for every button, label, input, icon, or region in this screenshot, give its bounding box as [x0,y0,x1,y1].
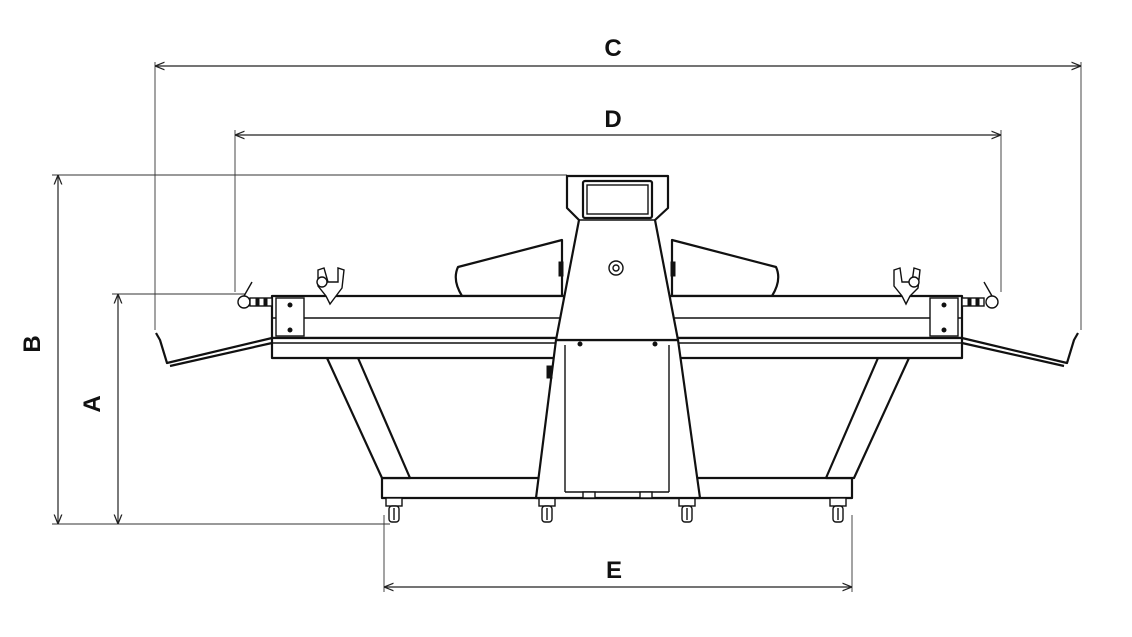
dimension-d: D [234,106,1002,292]
left-roller-end [237,281,273,309]
dimension-label-e: E [606,557,622,584]
right-roller-cover [670,238,780,298]
dimension-label-d: D [604,106,621,133]
left-column-lever [558,261,564,277]
central-column-lower [534,338,702,500]
right-column-lever [670,261,676,277]
table-bottom-rail-left [270,336,566,360]
caster-1 [385,497,403,523]
caster-3 [678,497,696,523]
dimension-b: B [19,174,567,525]
dimension-label-b: B [19,335,46,352]
dimension-e: E [383,515,853,592]
right-roller-end [961,281,999,309]
right-scraper-handle [893,267,921,306]
left-leg [325,356,412,480]
dough-sheeter-machine [155,174,1079,523]
conveyor-table-left [270,294,566,340]
dimension-label-c: C [604,35,621,62]
dimension-a: A [79,293,245,524]
control-panel-display [581,179,654,220]
table-bottom-rail-right [668,336,964,360]
caster-4 [829,497,847,523]
left-roller-cover [454,238,564,298]
left-scraper-handle [316,267,345,306]
caster-wheels [385,497,847,523]
dimension-c: C [154,35,1082,330]
right-catch-tray [961,332,1079,368]
left-catch-tray [155,332,273,368]
conveyor-table-right [668,294,964,340]
dimension-label-a: A [79,395,106,412]
caster-2 [538,497,556,523]
right-leg [824,356,911,480]
foot-switch [546,365,553,379]
